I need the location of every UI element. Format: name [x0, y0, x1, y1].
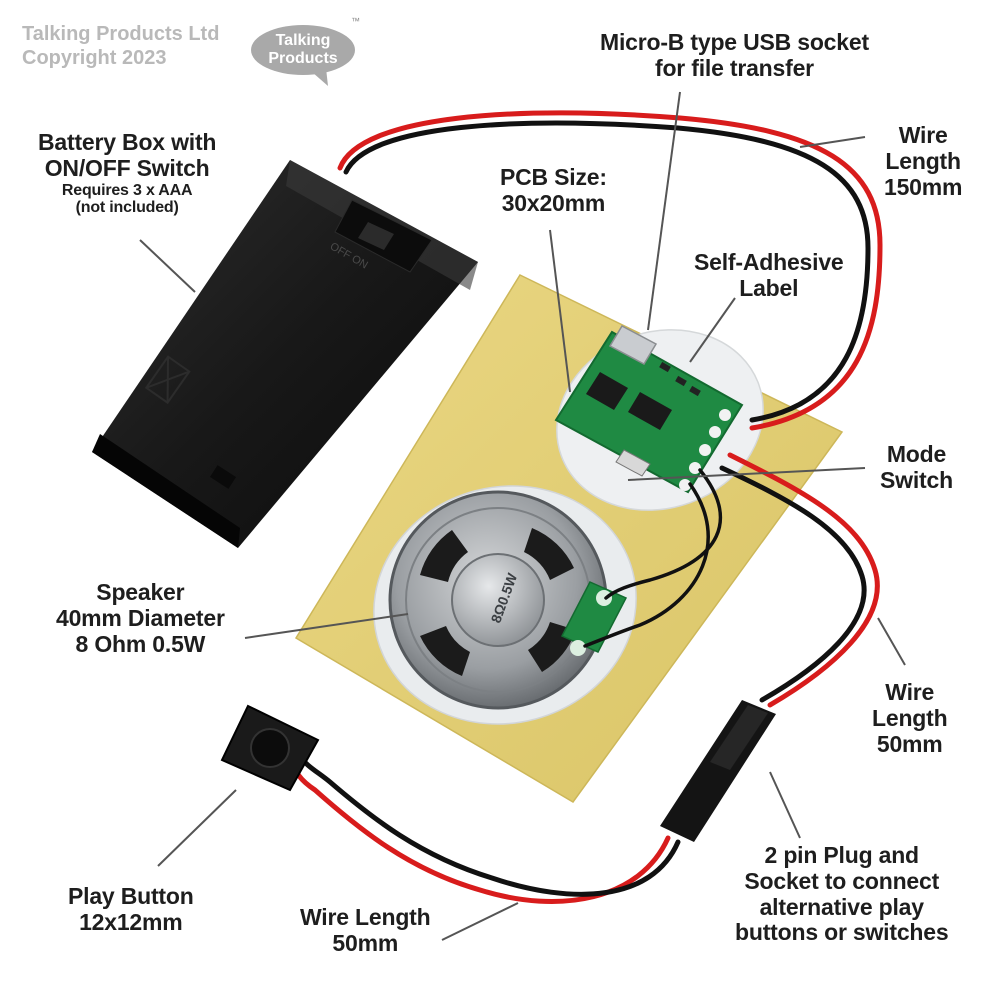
pcb-board — [554, 325, 744, 494]
label-play-line-1: Play Button — [68, 883, 194, 909]
wire-plug-to-button — [289, 753, 681, 905]
label-wire-50mm-right: Wire Length 50mm — [872, 679, 948, 757]
logo-line-1: Talking — [275, 32, 331, 49]
play-button-component — [220, 704, 320, 792]
label-battery-line-1: Battery Box with — [38, 129, 217, 155]
label-wire150-line-1: Wire — [898, 122, 948, 148]
label-plug-line-3: alternative play — [759, 893, 924, 920]
wire-pcb-to-plug — [719, 452, 880, 708]
label-usb-line-2: for file transfer — [655, 54, 814, 81]
label-speaker-line-3: 8 Ohm 0.5W — [75, 630, 206, 657]
label-mode-line-2: Switch — [880, 466, 953, 493]
label-wire50right-line-1: Wire — [885, 679, 935, 705]
wire-pcb-to-speaker — [583, 468, 723, 648]
label-wire50bottom-line-1: Wire Length — [300, 904, 431, 930]
label-wire50bottom-line-2: 50mm — [332, 929, 399, 956]
label-plug-line-4: buttons or switches — [735, 919, 949, 946]
label-play-line-2: 12x12mm — [79, 908, 183, 935]
label-pcb-line-1: PCB Size: — [500, 164, 607, 190]
label-mode-switch: Mode Switch — [880, 441, 953, 494]
label-usb-socket: Micro-B type USB socket for file transfe… — [600, 29, 869, 82]
label-adhesive-line-1: Self-Adhesive — [694, 249, 844, 275]
label-plug-line-1: 2 pin Plug and — [764, 842, 920, 868]
talking-products-logo: Talking Products ™ — [250, 16, 360, 88]
leader-lines — [139, 91, 906, 941]
label-speaker: Speaker 40mm Diameter 8 Ohm 0.5W — [56, 579, 225, 657]
label-plug-line-2: Socket to connect — [744, 867, 940, 894]
label-pcb-line-2: 30x20mm — [501, 189, 606, 216]
label-battery-line-4: (not included) — [75, 199, 179, 217]
label-plug-socket: 2 pin Plug and Socket to connect alterna… — [735, 842, 949, 946]
copyright-line-1: Talking Products Ltd — [22, 23, 220, 45]
label-self-adhesive: Self-Adhesive Label — [694, 249, 844, 302]
battery-box — [92, 160, 478, 548]
copyright-line-2: Copyright 2023 — [22, 47, 167, 69]
wire-battery-to-pcb — [337, 110, 883, 431]
label-wire-150mm: Wire Length 150mm — [884, 122, 963, 200]
trademark-symbol: ™ — [351, 16, 360, 26]
label-wire50right-line-2: Length — [872, 704, 948, 731]
label-play-button: Play Button 12x12mm — [68, 883, 194, 936]
label-speaker-line-2: 40mm Diameter — [56, 604, 225, 631]
label-wire150-line-3: 150mm — [884, 173, 963, 200]
label-mode-line-1: Mode — [886, 441, 947, 467]
label-battery-line-2: ON/OFF Switch — [44, 154, 210, 181]
plug-and-socket — [660, 700, 776, 842]
logo-text: Talking Products — [250, 32, 356, 67]
label-adhesive-line-2: Label — [739, 274, 799, 301]
logo-line-2: Products — [268, 49, 338, 67]
copyright-notice: Talking Products Ltd Copyright 2023 — [22, 22, 219, 70]
label-usb-line-1: Micro-B type USB socket — [600, 29, 869, 55]
speech-bubble-icon — [251, 25, 355, 86]
label-wire150-line-2: Length — [885, 147, 961, 174]
label-pcb-size: PCB Size: 30x20mm — [500, 164, 607, 217]
label-wire-50mm-bottom: Wire Length 50mm — [300, 904, 431, 957]
label-battery-line-3: Requires 3 x AAA — [61, 181, 193, 199]
label-battery-box: Battery Box with ON/OFF Switch Requires … — [38, 129, 217, 217]
speaker — [388, 490, 628, 710]
label-speaker-line-1: Speaker — [96, 579, 185, 605]
label-wire50right-line-3: 50mm — [876, 730, 943, 757]
